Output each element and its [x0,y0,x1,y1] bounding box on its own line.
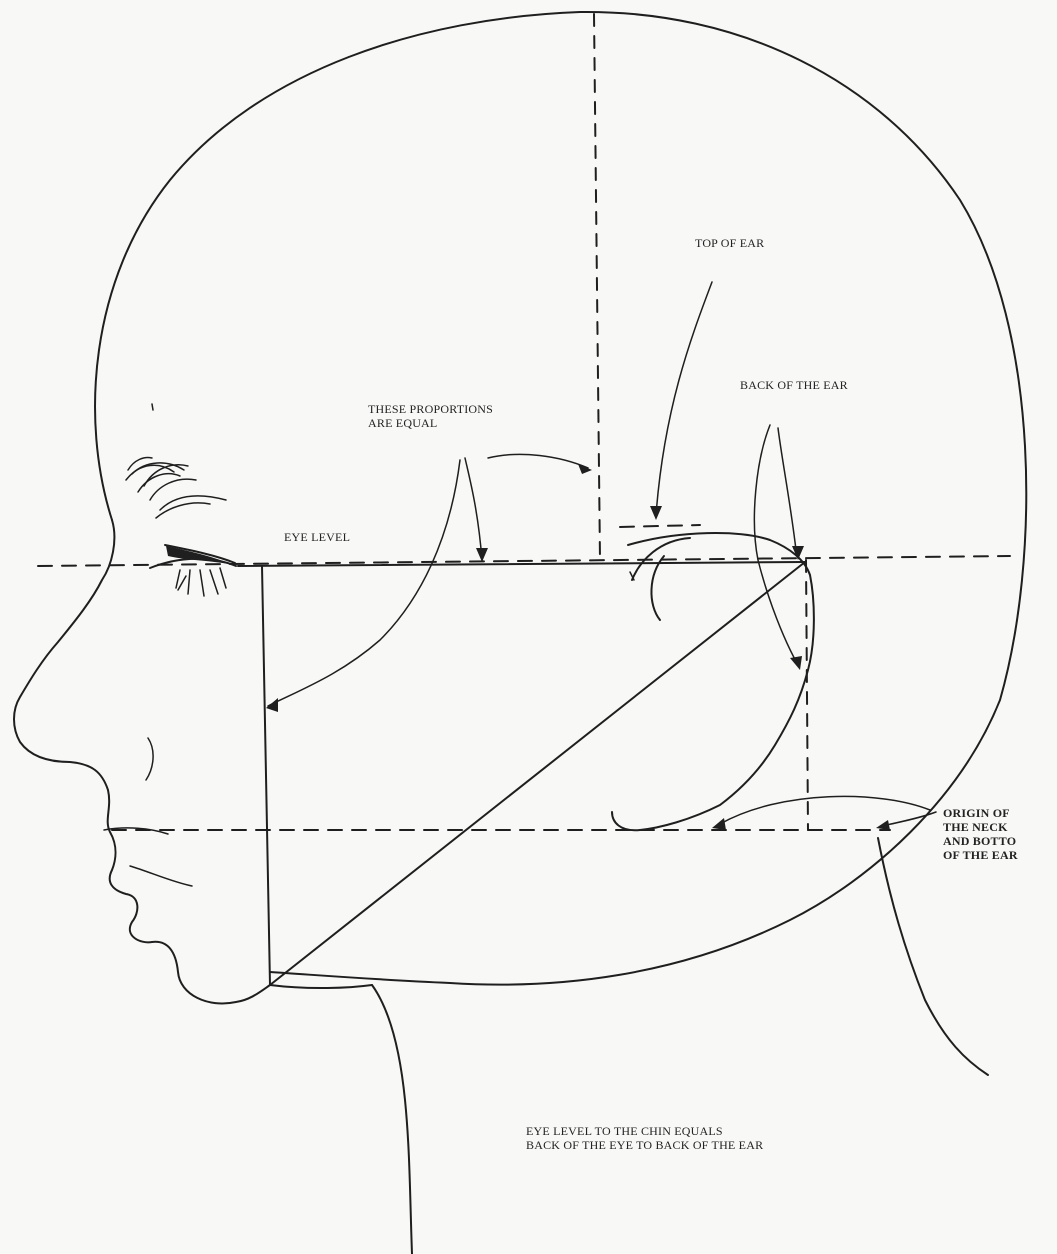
label-eye-level: EYE LEVEL [284,530,350,544]
ear [612,533,814,830]
label-proportions-line2: ARE EQUAL [368,416,493,430]
label-origin-line4: OF THE EAR [943,848,1018,862]
jawline [270,985,372,988]
mouth-line [130,866,192,886]
diagonal-line [270,562,805,985]
arrow-origin-neck-2 [882,812,936,826]
arrow-origin-neck [720,796,930,824]
label-top-of-ear: TOP OF EAR [695,236,764,250]
back-neck [878,838,988,1075]
eyebrow [126,458,226,519]
caption-line2: BACK OF THE EYE TO BACK OF THE EAR [526,1138,763,1152]
back-of-ear-dashed-line [806,560,808,830]
eye-to-chin-line [262,566,270,985]
label-origin-line2: THE NECK [943,820,1018,834]
label-origin-of-neck: ORIGIN OF THE NECK AND BOTTO OF THE EAR [943,806,1018,862]
label-origin-line1: ORIGIN OF [943,806,1018,820]
stray-mark-1 [152,404,153,410]
label-origin-line3: AND BOTTO [943,834,1018,848]
eye-fill [166,546,234,565]
eye-lower-lid [150,559,236,568]
arrow-top-of-ear [656,282,712,515]
eye-level-solid-line [238,562,805,566]
front-neck [372,985,412,1254]
caption: EYE LEVEL TO THE CHIN EQUALS BACK OF THE… [526,1124,763,1152]
nostril-line [146,738,153,780]
top-of-ear-dashed-line [620,525,700,527]
arrow-proportions-horizontal [465,458,482,560]
face-profile [14,520,270,1003]
label-back-of-ear: BACK OF THE EAR [740,378,848,392]
label-these-proportions: THESE PROPORTIONS ARE EQUAL [368,402,493,430]
arrow-proportions-to-dashed [488,454,588,468]
arrow-back-of-ear-1 [754,425,798,665]
cranium-outline [95,12,1026,985]
label-proportions-line1: THESE PROPORTIONS [368,402,493,416]
arrow-proportions-vertical [268,460,460,706]
caption-line1: EYE LEVEL TO THE CHIN EQUALS [526,1124,763,1138]
eyelashes [176,568,226,596]
vertical-dashed-line [594,14,600,560]
arrow-back-of-ear-2 [778,428,796,550]
